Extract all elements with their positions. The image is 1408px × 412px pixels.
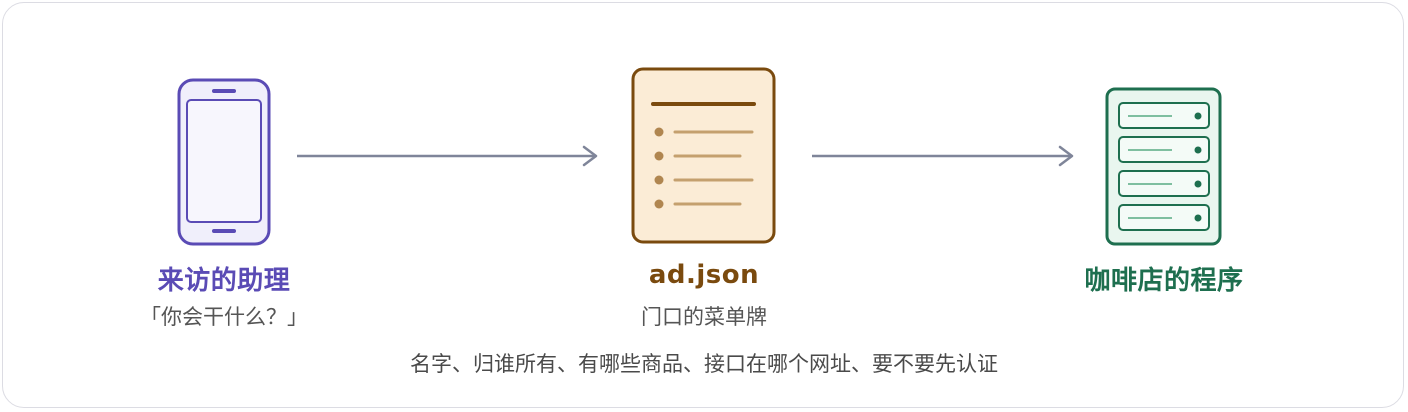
menu-subtitle: 门口的菜单牌 (641, 305, 767, 329)
menu-contents-caption: 名字、归谁所有、有哪些商品、接口在哪个网址、要不要先认证 (410, 352, 998, 376)
arrow-menu-to-server (812, 145, 1074, 167)
server-rack-icon (1105, 87, 1222, 246)
smartphone-icon (177, 78, 271, 246)
arrow-visitor-to-menu (297, 145, 598, 167)
visitor-title: 来访的助理 (157, 266, 291, 296)
document-list-icon (631, 67, 776, 244)
server-title: 咖啡店的程序 (1084, 266, 1244, 296)
visitor-subtitle: 「你会干什么？」 (140, 305, 308, 329)
menu-title: ad.json (648, 260, 760, 290)
